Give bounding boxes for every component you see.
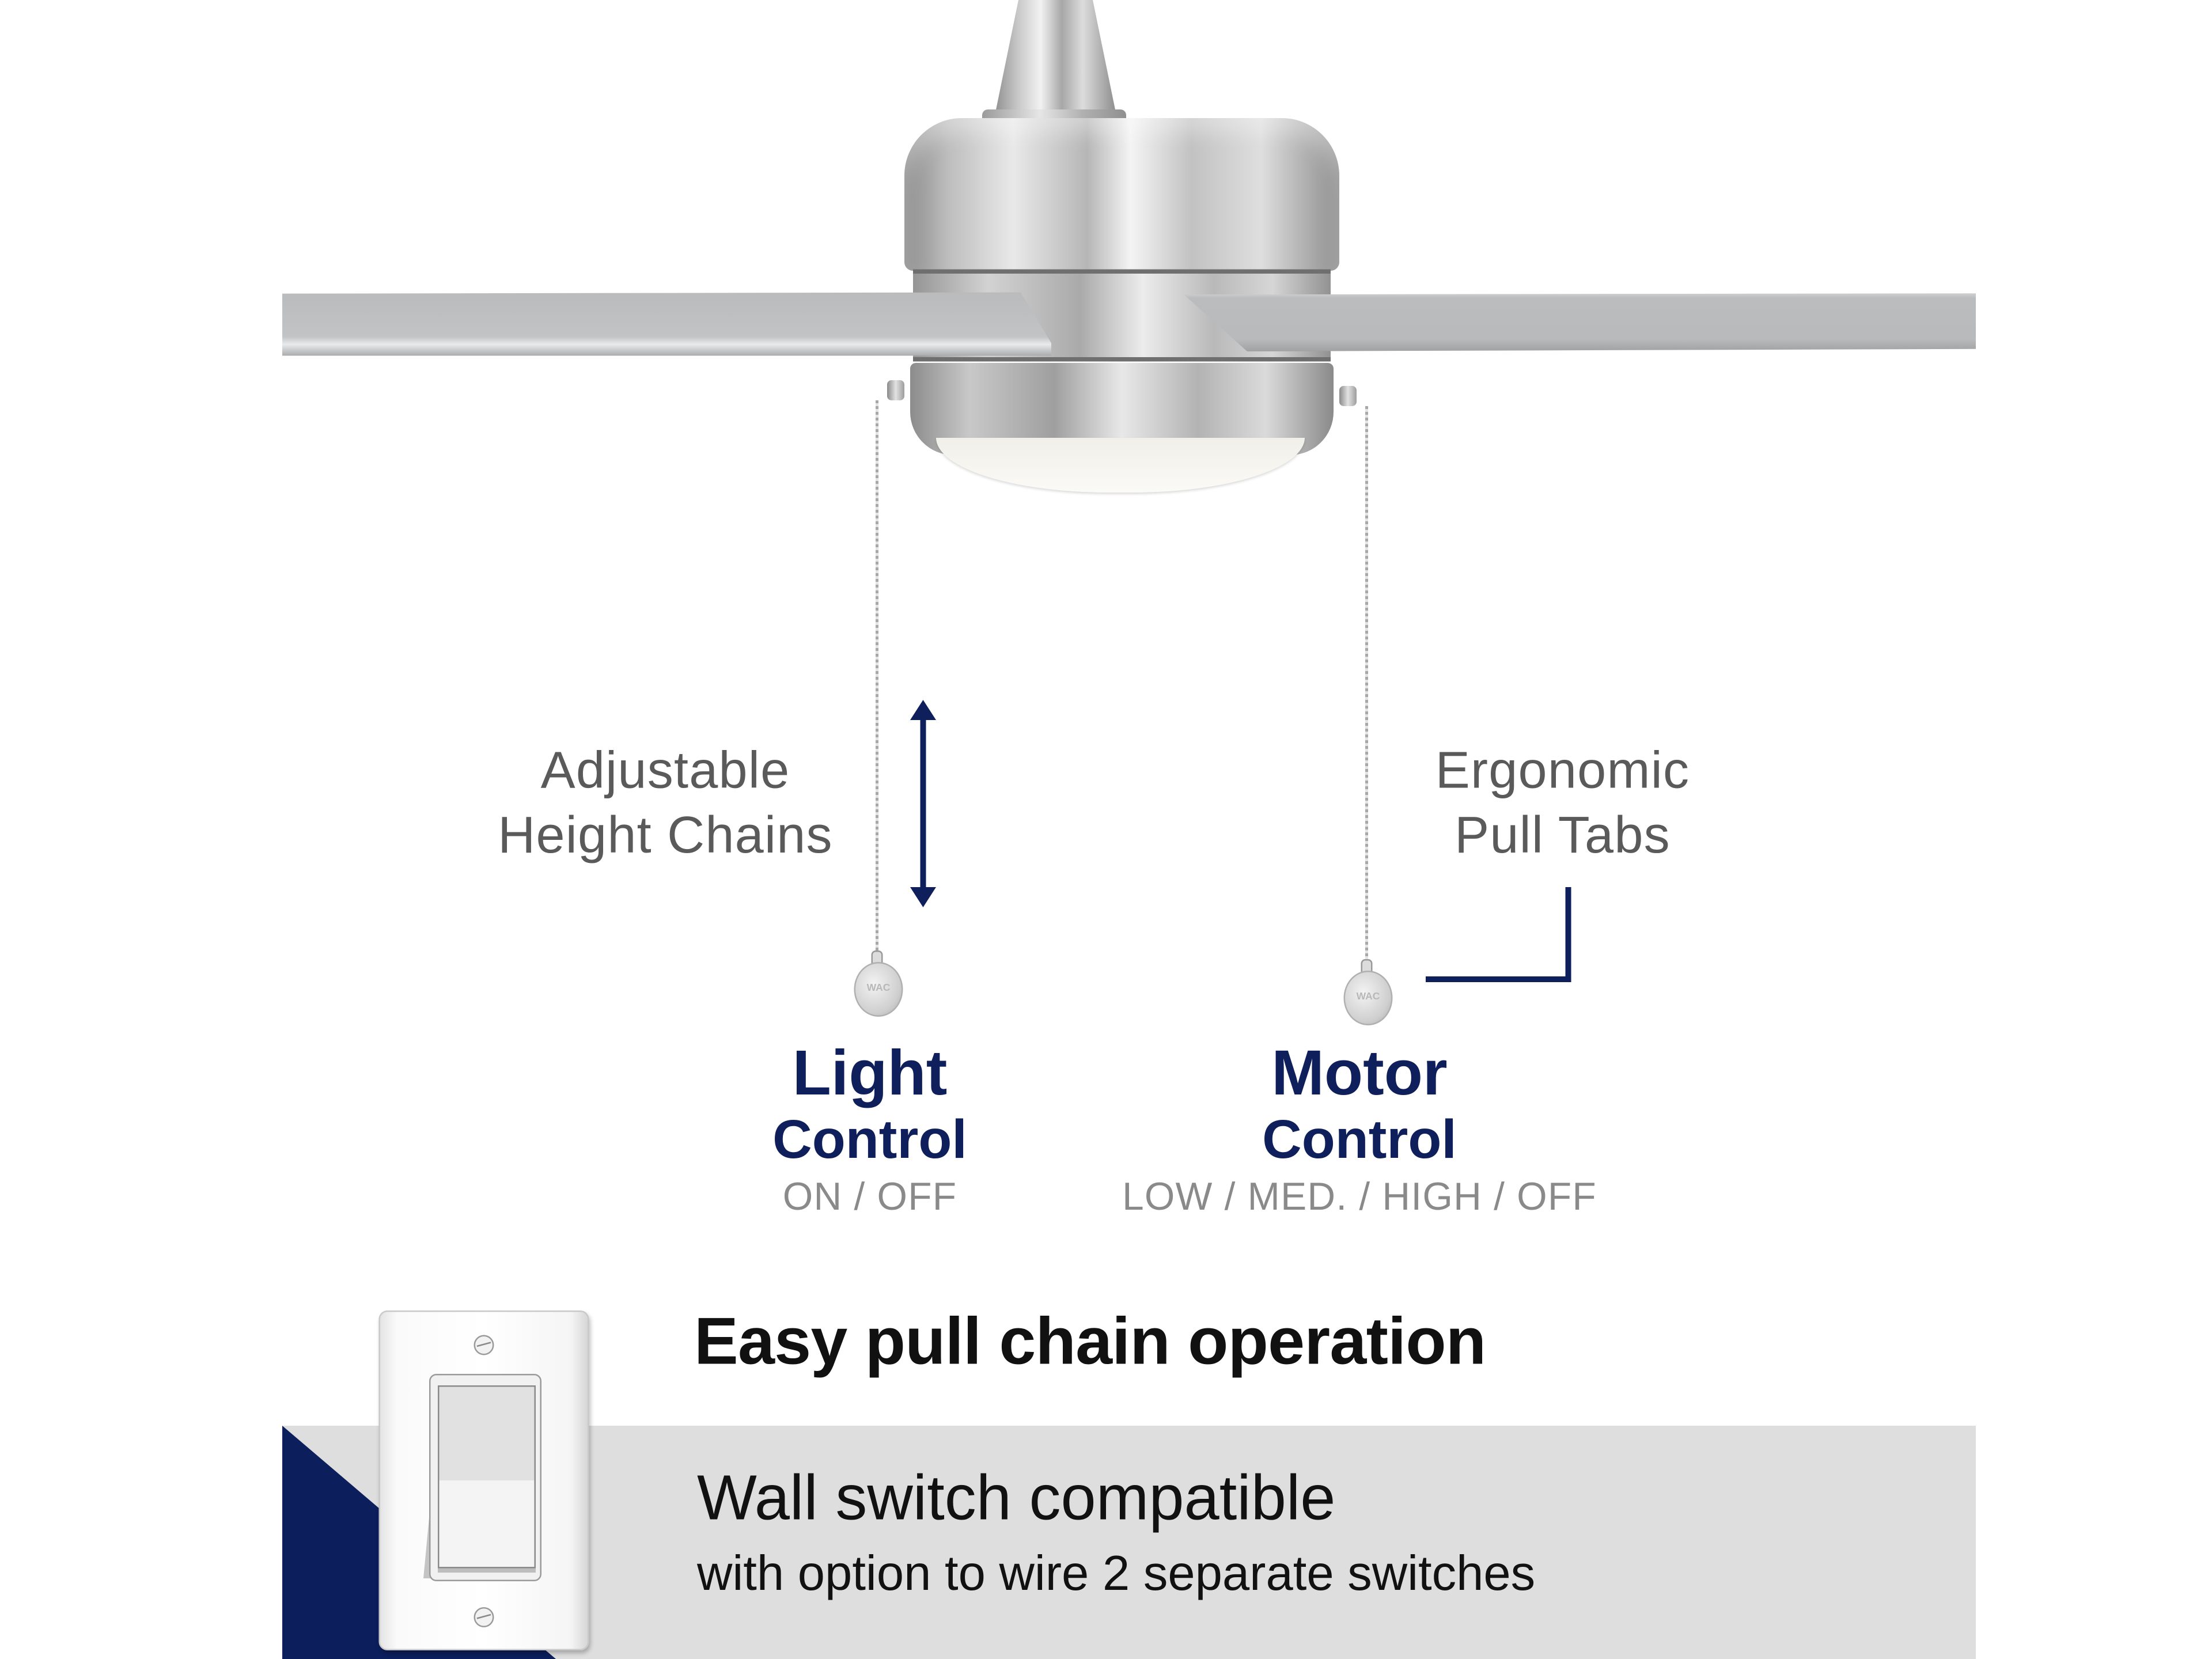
callout-adjustable-height-chains: Adjustable Height Chains bbox=[461, 737, 870, 867]
motor-control-modes: LOW / MED. / HIGH / OFF bbox=[1122, 1175, 1597, 1218]
fan-led-light-kit bbox=[936, 438, 1305, 493]
pull-tab-logo: WAC bbox=[1356, 992, 1380, 1003]
pull-tab-logo: WAC bbox=[866, 983, 891, 994]
ceiling-fan-image bbox=[0, 0, 2212, 504]
callout-ergonomic-pull-tabs: Ergonomic Pull Tabs bbox=[1382, 737, 1743, 867]
fan-housing-seam bbox=[913, 269, 1331, 274]
callout-line-2: Height Chains bbox=[498, 805, 833, 865]
rocker-bottom-half[interactable] bbox=[438, 1480, 536, 1569]
wall-plate-screw-top bbox=[474, 1335, 494, 1355]
motor-pull-chain[interactable] bbox=[1365, 406, 1368, 962]
motor-control-label: Motor Control LOW / MED. / HIGH / OFF bbox=[1071, 1038, 1647, 1221]
motor-control-title: Motor bbox=[1271, 1038, 1448, 1109]
headline-easy-pull-chain: Easy pull chain operation bbox=[694, 1303, 1486, 1378]
light-control-label: Light Control ON / OFF bbox=[726, 1038, 1014, 1221]
callout-line-2: Pull Tabs bbox=[1455, 805, 1671, 865]
fan-housing-seam bbox=[913, 357, 1331, 362]
wall-plate-screw-bottom bbox=[474, 1607, 494, 1627]
motor-chain-socket bbox=[1339, 386, 1357, 406]
light-pull-tab[interactable]: WAC bbox=[854, 962, 903, 1017]
corner-bracket-icon bbox=[1426, 887, 1571, 982]
light-chain-socket bbox=[887, 380, 904, 400]
light-pull-chain[interactable] bbox=[876, 400, 878, 953]
fan-downrod bbox=[994, 0, 1118, 121]
fan-blade-right bbox=[1184, 293, 1976, 351]
fan-blade-left bbox=[282, 292, 1051, 356]
light-control-subtitle: Control bbox=[772, 1110, 967, 1171]
rocker-top-half bbox=[438, 1385, 536, 1482]
callout-line-1: Adjustable bbox=[540, 740, 790, 800]
motor-pull-tab[interactable]: WAC bbox=[1343, 971, 1393, 1025]
wall-switch-compatible-heading: Wall switch compatible bbox=[697, 1463, 1336, 1534]
light-control-title: Light bbox=[792, 1038, 948, 1109]
callout-line-1: Ergonomic bbox=[1435, 740, 1690, 800]
wall-switch-note: with option to wire 2 separate switches bbox=[697, 1547, 1536, 1601]
motor-control-subtitle: Control bbox=[1262, 1110, 1457, 1171]
fan-motor-housing-top bbox=[904, 118, 1339, 271]
light-control-modes: ON / OFF bbox=[782, 1175, 957, 1218]
double-arrow-vertical-icon bbox=[910, 700, 936, 907]
